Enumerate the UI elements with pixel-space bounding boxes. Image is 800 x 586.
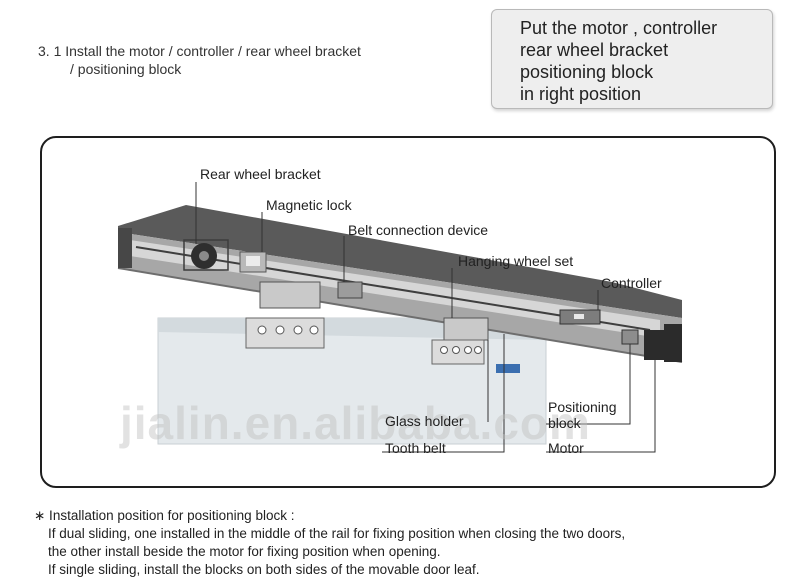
section-heading: 3. 1 Install the motor / controller / re… [38, 42, 361, 78]
callout-belt-connection-device: Belt connection device [348, 222, 489, 238]
callout-rear-wheel-bracket: Rear wheel bracket [200, 166, 321, 182]
rail-edge [117, 267, 683, 363]
leader-motor [546, 360, 656, 453]
magnetic-lock-coil [246, 256, 260, 266]
rear-wheel-bracket-plate [183, 239, 229, 271]
door-sticker [496, 364, 520, 373]
callout-positioning-block-line-2: block [548, 415, 581, 431]
callout-magnetic-lock: Magnetic lock [266, 197, 352, 213]
footnote: ∗ Installation position for positioning … [34, 507, 625, 579]
hanging-wheel-set-2 [443, 317, 489, 341]
rail-end-cap-left [118, 228, 132, 268]
callout-controller: Controller [601, 275, 662, 291]
section-heading-line-1: 3. 1 Install the motor / controller / re… [38, 43, 361, 59]
rail-top [118, 205, 682, 318]
footnote-line-1: ∗ Installation position for positioning … [34, 508, 295, 523]
instruction-note-box: Put the motor , controller rear wheel br… [491, 9, 773, 109]
watermark-text: jialin.en.alibaba.com [120, 397, 591, 449]
footnote-line-2: If dual sliding, one installed in the mi… [48, 526, 626, 541]
leader-tooth-belt [382, 334, 505, 453]
note-line-2: rear wheel bracket [520, 40, 669, 60]
note-line-1: Put the motor , controller [520, 18, 718, 38]
rail-end-cap-right [664, 324, 682, 362]
note-line-3: positioning block [520, 62, 654, 82]
footnote-line-4: If single sliding, install the blocks on… [48, 562, 480, 577]
callout-tooth-belt: Tooth belt [385, 440, 446, 456]
hanging-wheel-set-1 [259, 281, 321, 309]
section-heading-line-2: / positioning block [70, 61, 182, 77]
belt-connection-device [337, 281, 363, 299]
callout-positioning-block-line-1: Positioning [548, 399, 617, 415]
positioning-block [621, 329, 639, 345]
leader-lines [195, 182, 656, 453]
callout-hanging-wheel-set: Hanging wheel set [458, 253, 574, 269]
callout-glass-holder: Glass holder [385, 413, 464, 429]
diagram-frame [40, 136, 776, 488]
leader-positioning-block [546, 344, 631, 425]
callout-motor: Motor [548, 440, 584, 456]
note-line-4: in right position [520, 84, 642, 104]
rear-wheel-hub [199, 251, 209, 261]
motor-body [644, 330, 666, 360]
footnote-line-3: the other install beside the motor for f… [48, 544, 441, 559]
controller-led [574, 314, 584, 319]
